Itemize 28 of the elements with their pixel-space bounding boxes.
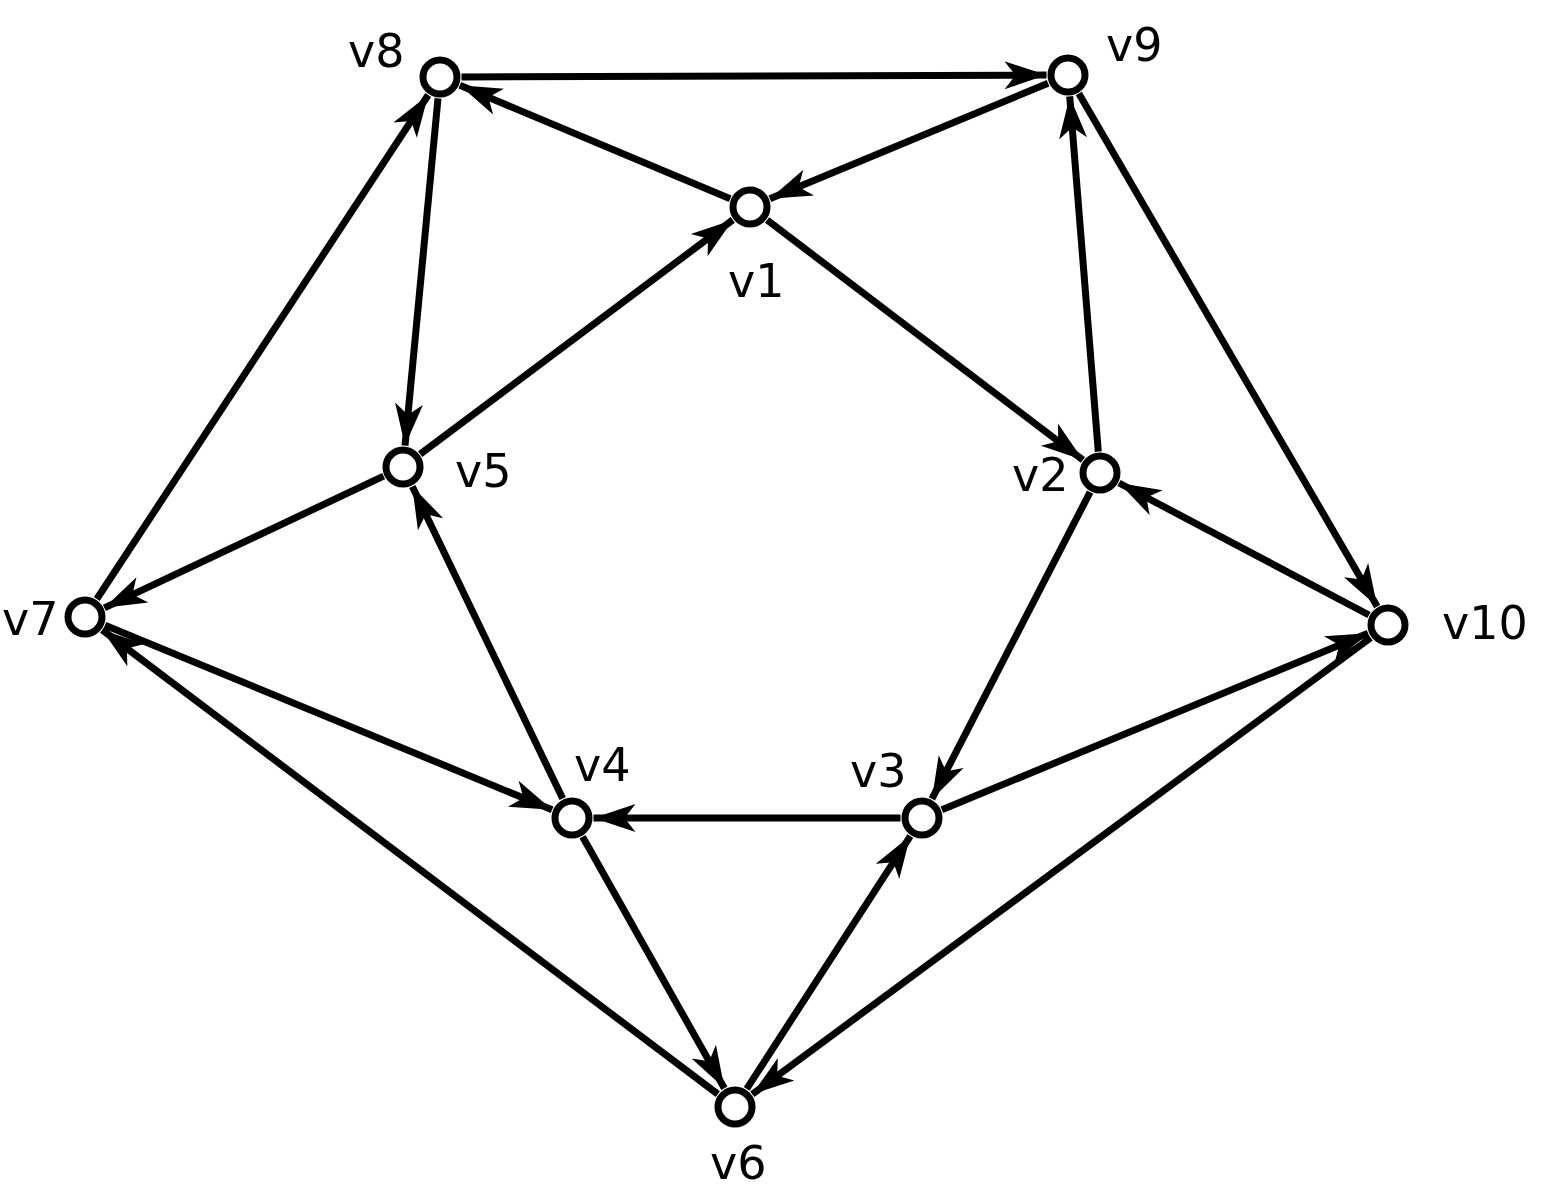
vertex-label: v3 — [850, 748, 907, 794]
arrow — [1075, 91, 1381, 609]
arrow — [409, 484, 566, 801]
arrow — [461, 61, 1047, 90]
arrow — [103, 621, 554, 814]
vertex-label: v5 — [455, 448, 512, 494]
arrow — [100, 627, 720, 1097]
vertex-label: v4 — [574, 742, 631, 788]
arrow — [458, 82, 732, 202]
arrow — [593, 804, 901, 832]
vertex-label: v1 — [728, 258, 785, 304]
arrow — [418, 217, 735, 457]
arrow — [102, 473, 386, 611]
vertex-label: v7 — [2, 596, 59, 642]
arrow — [743, 834, 914, 1091]
vertex-label: v10 — [1442, 600, 1528, 646]
arrow — [768, 79, 1050, 203]
arrow — [764, 217, 1086, 463]
arrow — [928, 490, 1094, 801]
arrow — [750, 635, 1373, 1097]
vertex-label: v9 — [1106, 22, 1163, 68]
arrow — [1117, 479, 1371, 619]
arrow — [579, 835, 728, 1090]
vertex-label: v2 — [1012, 452, 1069, 498]
vertex-label: v6 — [710, 1140, 767, 1186]
arrow — [940, 629, 1370, 814]
arrow — [93, 93, 432, 601]
vertex-label: v8 — [348, 28, 405, 74]
